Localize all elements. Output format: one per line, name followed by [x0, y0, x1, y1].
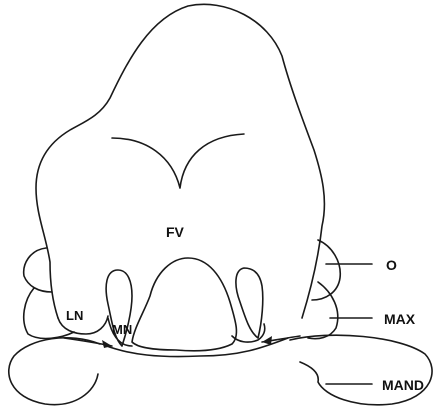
optic-bulge-left [24, 248, 52, 292]
nasal-pit-right [236, 268, 263, 338]
arrow-right-head [262, 336, 272, 345]
stomodeum-hatched [132, 258, 236, 351]
midline-fold [112, 134, 244, 188]
maxillary-process-right [308, 282, 338, 339]
label-fv: FV [166, 224, 185, 240]
label-ln: LN [66, 308, 83, 323]
label-o: O [386, 257, 397, 273]
label-mand: MAND [382, 377, 424, 393]
label-max: MAX [384, 311, 416, 327]
label-mn: MN [112, 322, 132, 337]
mandibular-process-right [290, 335, 432, 405]
mandibular-process-left [9, 338, 100, 405]
head-outline [36, 4, 324, 318]
optic-bulge-right [312, 240, 340, 300]
